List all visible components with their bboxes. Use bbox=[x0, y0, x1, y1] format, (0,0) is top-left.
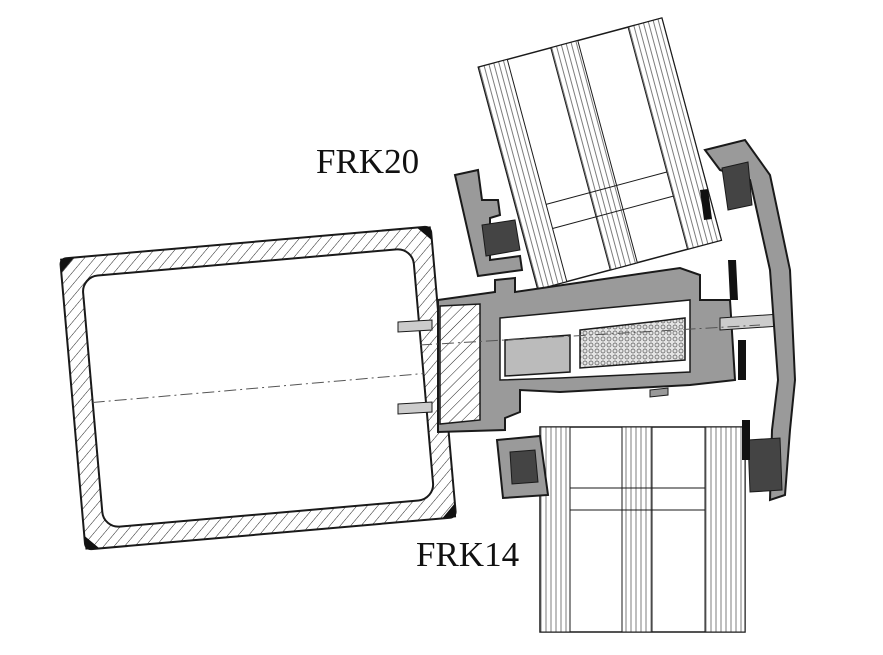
upper-glazing-bead bbox=[453, 168, 524, 278]
profile-label-frk20: FRK20 bbox=[316, 142, 420, 181]
frame-profile bbox=[397, 266, 781, 434]
outer-cover-cap bbox=[700, 138, 797, 502]
lower-glazing-panel bbox=[539, 426, 746, 633]
lower-glazing-bead bbox=[495, 434, 550, 500]
upper-glazing-panel bbox=[477, 17, 723, 291]
steel-tube bbox=[59, 225, 457, 551]
profile-label-frk14: FRK14 bbox=[416, 535, 520, 574]
